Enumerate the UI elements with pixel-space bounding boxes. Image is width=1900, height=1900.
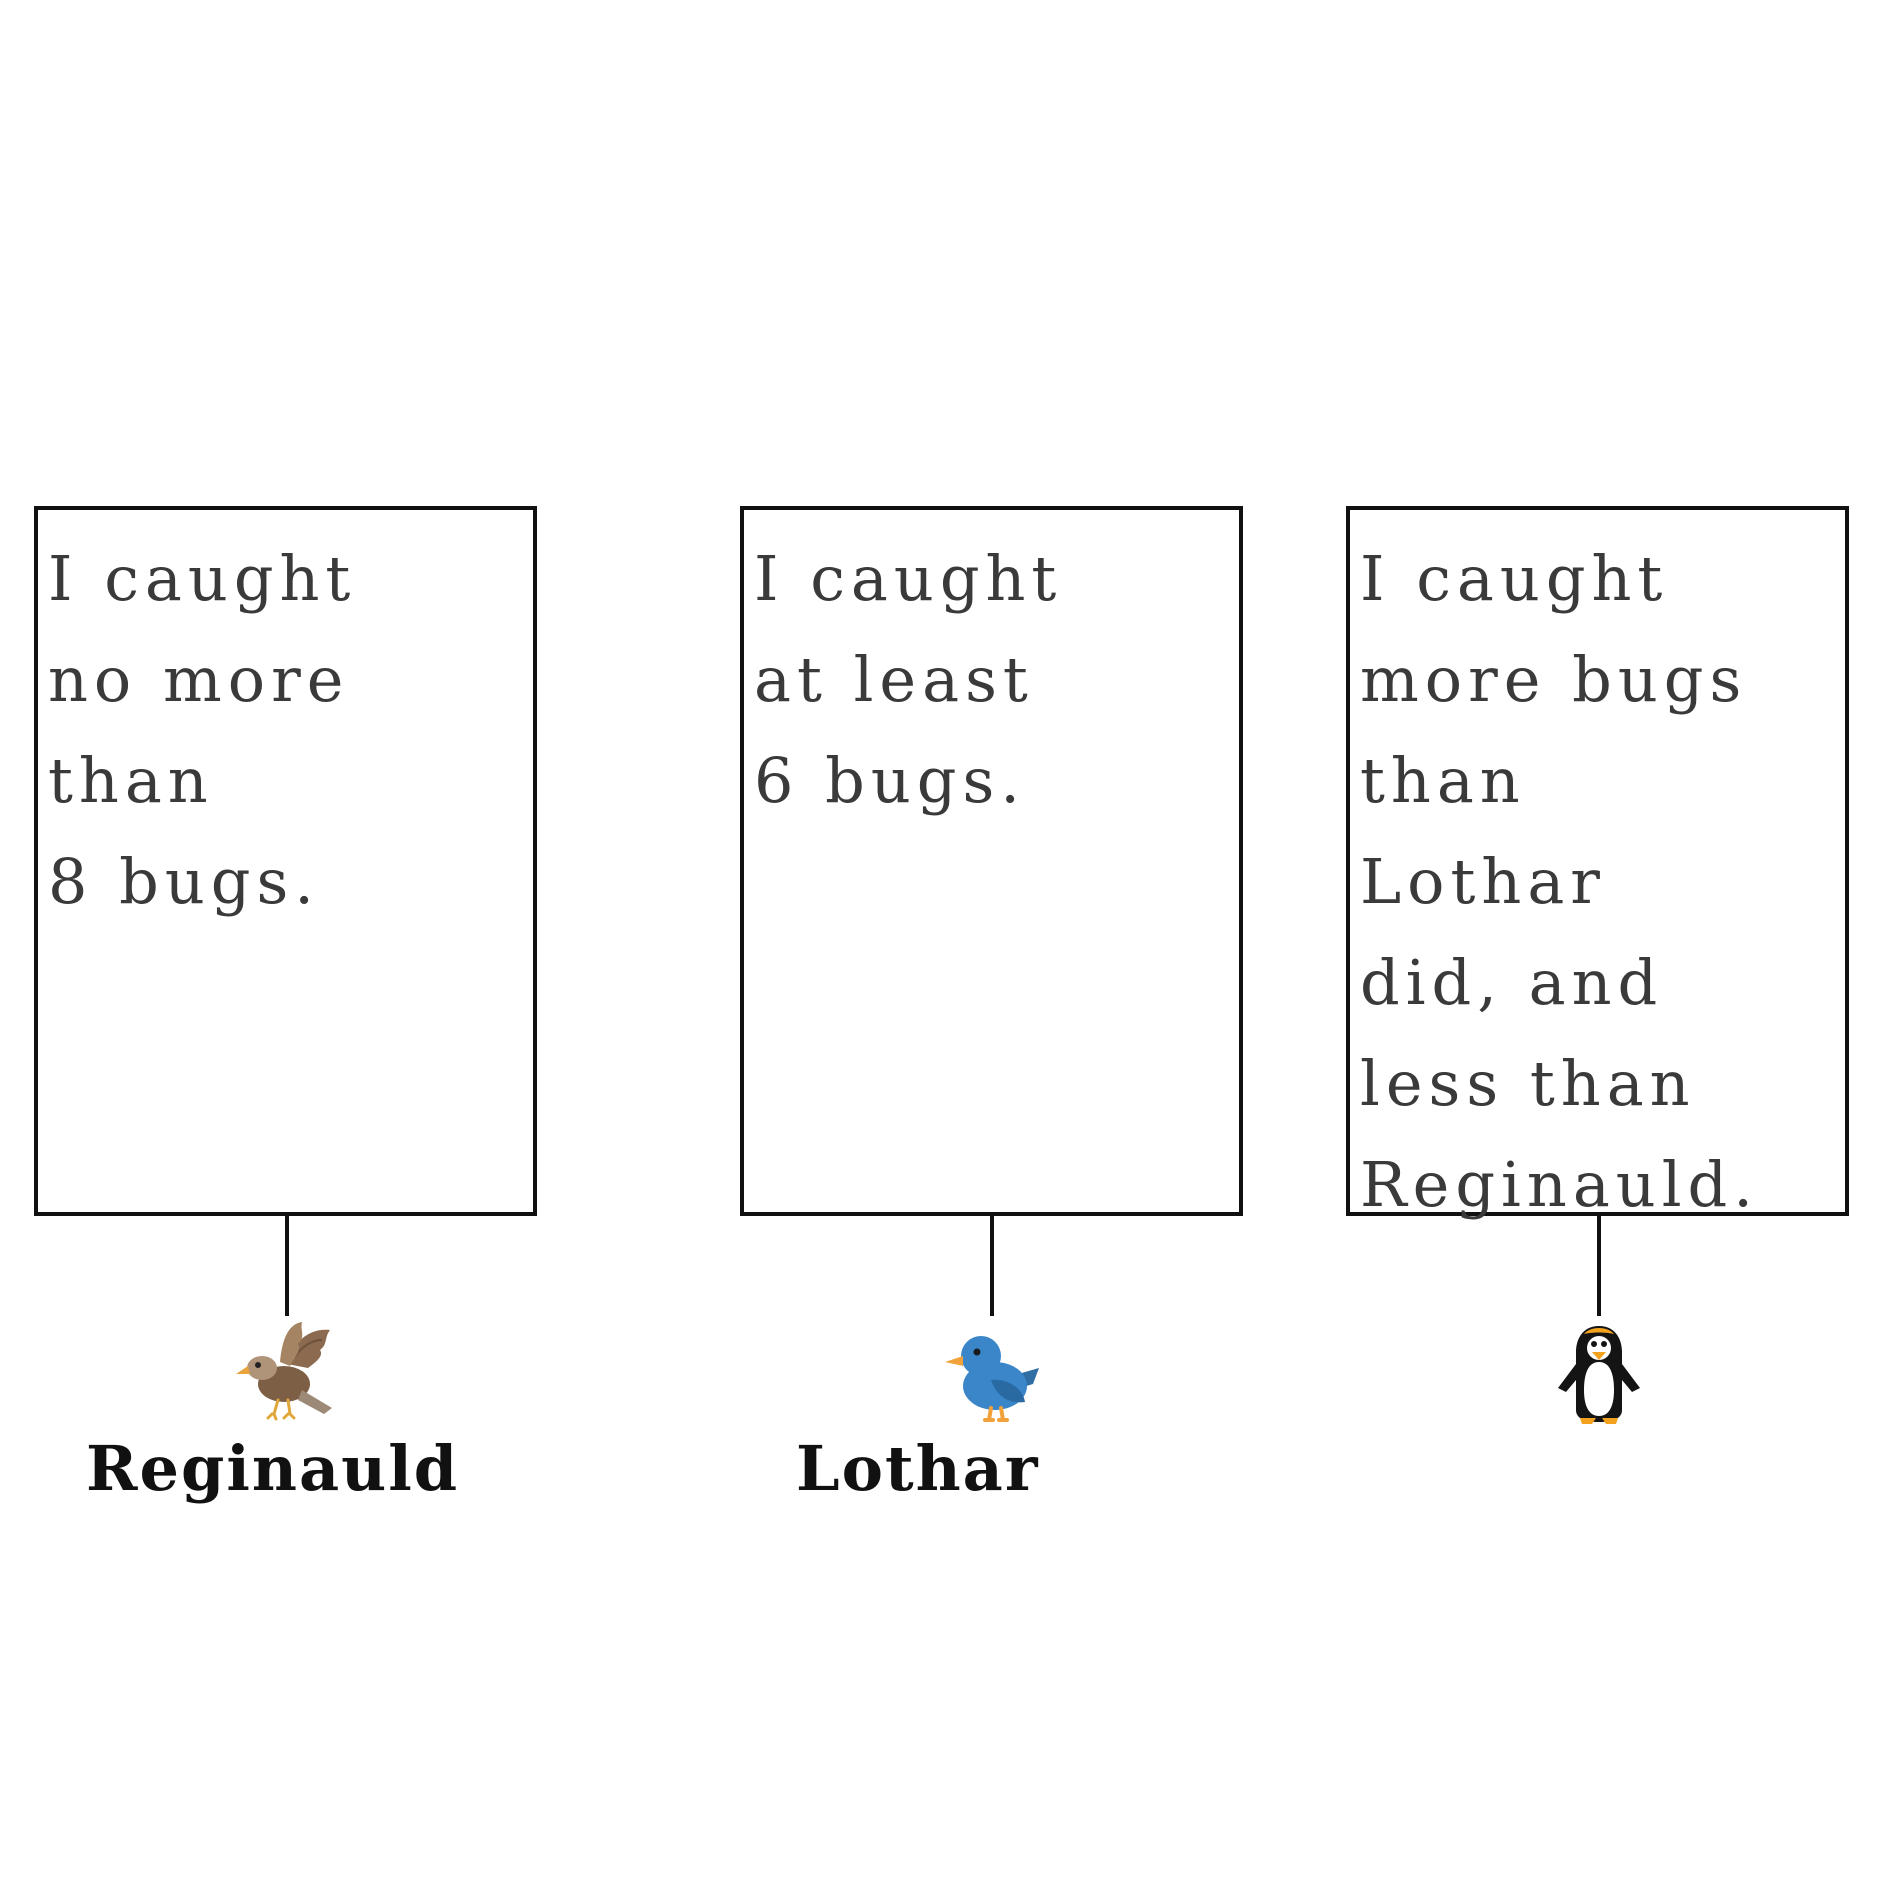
speaker-name-lothar: Lothar bbox=[796, 1432, 1040, 1505]
eagle-icon bbox=[236, 1322, 332, 1421]
connector-line bbox=[1597, 1216, 1601, 1316]
bird-icon bbox=[945, 1336, 1039, 1422]
penguin-icon bbox=[1558, 1326, 1640, 1424]
statement-card-penguin: I caught more bugs than Lothar did, and … bbox=[1346, 506, 1849, 1221]
statement-card-reginauld: I caught no more than 8 bugs. bbox=[34, 506, 537, 1216]
connector-line bbox=[285, 1216, 289, 1316]
statement-text: I caught no more than 8 bugs. bbox=[48, 542, 357, 918]
connector-line bbox=[990, 1216, 994, 1316]
statement-text: I caught at least 6 bugs. bbox=[754, 542, 1063, 817]
statement-text: I caught more bugs than Lothar did, and … bbox=[1360, 542, 1759, 1221]
statement-card-lothar: I caught at least 6 bugs. bbox=[740, 506, 1243, 1216]
speaker-name-reginauld: Reginauld bbox=[86, 1432, 460, 1505]
